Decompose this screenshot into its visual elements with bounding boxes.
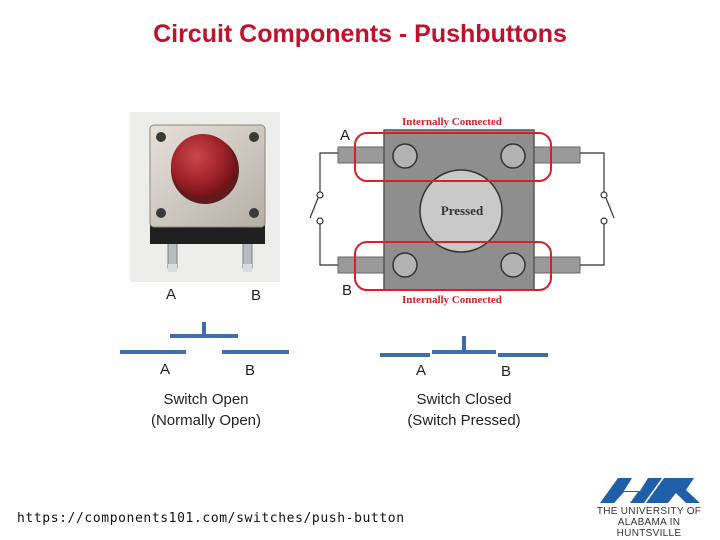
closed-switch-label-a: A (416, 362, 427, 379)
corner-dot (156, 208, 166, 218)
closed-switch-caption: Switch Closed (Switch Pressed) (374, 389, 554, 431)
corner-hole (500, 143, 526, 169)
closed-switch-caption-line2: (Switch Pressed) (407, 412, 521, 429)
corner-hole (392, 143, 418, 169)
pressed-label: Pressed (440, 203, 484, 218)
source-url: https://components101.com/switches/push-… (17, 511, 405, 526)
closed-switch-caption-line1: Switch Closed (416, 391, 512, 408)
photo-label-a: A (166, 286, 177, 303)
left-wire-bottom (319, 224, 338, 266)
red-button-cap (171, 134, 235, 198)
pin-left-tip (168, 264, 177, 272)
internal-diagram (309, 129, 615, 291)
corner-hole (500, 252, 526, 278)
logo-line1: THE UNIVERSITY OF (596, 506, 702, 517)
left-contact-bottom (316, 217, 324, 225)
pressed-plunger (419, 169, 503, 253)
open-switch-caption-line1: Switch Open (163, 391, 249, 408)
bottom-connection-highlight (354, 241, 552, 291)
pushbutton-photo (130, 112, 280, 282)
left-contact-top (316, 191, 324, 199)
logo-line2: ALABAMA IN HUNTSVILLE (616, 517, 682, 539)
right-wire-top (580, 152, 605, 192)
logo-shape-left (600, 478, 662, 503)
uah-logo-text: THE UNIVERSITY OF ALABAMA IN HUNTSVILLE (584, 506, 714, 539)
uah-logo-mark (600, 478, 700, 503)
closed-switch-symbol (380, 336, 548, 357)
corner-dot (156, 132, 166, 142)
diagram-label-a: A (340, 127, 351, 144)
right-switch-lever (605, 197, 615, 219)
open-switch-label-b: B (245, 362, 256, 379)
right-contact-top (600, 191, 608, 199)
left-switch-lever (309, 197, 319, 219)
corner-hole (392, 252, 418, 278)
open-switch-symbol (120, 322, 289, 354)
top-connection-note: Internally Connected (402, 116, 502, 128)
pin-right-tip (243, 264, 252, 272)
bottom-connection-note: Internally Connected (402, 294, 502, 306)
right-contact-bottom (600, 217, 608, 225)
page-title: Circuit Components - Pushbuttons (153, 20, 567, 48)
right-wire-bottom (580, 224, 605, 266)
left-wire-top (319, 152, 338, 192)
corner-dot (249, 132, 259, 142)
closed-switch-label-b: B (501, 363, 512, 380)
photo-label-b: B (251, 287, 262, 304)
open-switch-label-a: A (160, 361, 171, 378)
diagram-label-b: B (342, 282, 353, 299)
corner-dot (249, 208, 259, 218)
open-switch-caption: Switch Open (Normally Open) (116, 389, 296, 431)
top-connection-highlight (354, 132, 552, 182)
open-switch-caption-line2: (Normally Open) (150, 412, 262, 429)
logo-shape-right (646, 478, 700, 503)
